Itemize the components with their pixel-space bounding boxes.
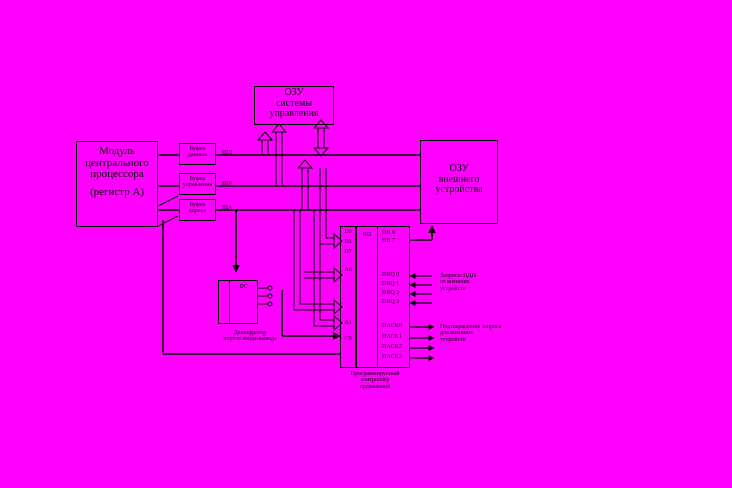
dma-controller-caption: Программируемый контроллер прерываний: [330, 371, 420, 390]
dack-note-line2: для внешних: [440, 330, 474, 337]
ctrl-pin-d7: D7: [344, 249, 352, 255]
ctrl-pin-db7: DB 7: [382, 238, 395, 244]
ctrl-pin-cs: CS: [344, 336, 352, 342]
port-decoder-inner: [229, 280, 258, 324]
ctrl-pin-dack3: DACK3: [382, 354, 403, 360]
bus-address-label: ША: [222, 205, 233, 211]
bus-data-label: ШД: [222, 150, 233, 156]
buffer-control: [179, 173, 216, 195]
dack-arrows: [410, 324, 435, 361]
dma-caption-line3: прерываний: [359, 383, 391, 390]
dc-output-circles: [267, 285, 273, 307]
ram-external-device: [420, 140, 498, 224]
ram-external-line1: ОЗУ: [449, 163, 469, 174]
ctrl-pin-drq3: DRQ 3: [382, 299, 400, 305]
ctrl-pin-dack0: DACK0: [382, 323, 403, 329]
dma-caption-line1: Программируемый: [350, 371, 400, 377]
ctrl-pin-dack1: DACK1: [382, 334, 403, 340]
drq-note-line2: от внешних: [440, 279, 470, 286]
buffer-address-label: Буфер адреса: [179, 202, 216, 215]
ram-system-line3: управления: [269, 108, 319, 119]
buffer-address-line2: адреса: [189, 208, 206, 215]
port-decoder-caption: Дешифратор портов ввода-вывода: [200, 330, 300, 343]
ctrl-pin-db0: DB 0: [382, 230, 395, 236]
ctrl-pin-d1: D1: [344, 239, 352, 245]
bus-lines: [158, 154, 436, 355]
cpu-buffer-links: [157, 195, 179, 227]
ram-system-line1: ОЗУ: [284, 87, 304, 98]
cpu-line2: центрального: [85, 156, 149, 169]
ram-external-label: ОЗУ внешнего устройства: [420, 163, 498, 196]
drq-note-line1: Запросы ПДП: [440, 273, 476, 279]
ram-external-line2: внешнего: [438, 173, 480, 185]
drq-note-line3: устройств: [440, 285, 466, 292]
buffer-address: [179, 199, 216, 221]
dack-note-line1: Подтверждение запроса: [440, 324, 502, 330]
drq-note: Запросы ПДП от внешних устройств: [440, 273, 476, 292]
ctrl-pin-drq1: DRQ 1: [382, 281, 400, 287]
port-decoder-dc: DC: [239, 284, 248, 290]
cpu-line4: (регистр А): [89, 185, 145, 198]
ctrl-pin-drq0: DRQ 0: [382, 272, 400, 278]
port-decoder-caption-line1: Дешифратор: [233, 330, 267, 336]
cpu-title: Модуль центрального процессора (регистр …: [76, 145, 158, 198]
ram-system-label: ОЗУ системы управления: [254, 87, 334, 120]
drq-arrows: [409, 273, 432, 306]
ram-system-line2: системы: [275, 97, 313, 109]
buffer-control-label: Буфер управления: [179, 176, 216, 189]
buffer-data-line2: данных: [187, 152, 208, 159]
ctrl-pin-a0: A0: [344, 267, 352, 273]
cpu-line3: процессора: [90, 168, 144, 181]
buffer-control-line2: управления: [182, 182, 213, 189]
dc-outputs: [258, 287, 268, 305]
ctrl-pin-rd: RD: [362, 232, 372, 238]
ram-system-control: [254, 86, 334, 125]
dack-note: Подтверждение запроса для внешних устрой…: [440, 324, 501, 343]
dma-caption-line2: контроллер: [360, 377, 390, 384]
buffer-data: [179, 143, 216, 165]
double-arrows: [256, 119, 343, 332]
bus-control-label: ШУ: [222, 181, 233, 187]
dma-controller-mid-column: [356, 226, 378, 368]
ctrl-pin-a1: A1: [344, 320, 352, 326]
ctrl-pin-d0: D0: [344, 229, 352, 235]
buffer-data-label: Буфер данных: [179, 146, 216, 159]
cpu-module: [76, 141, 158, 227]
port-decoder-caption-line2: портов ввода-вывода: [223, 336, 277, 343]
buffer-address-line1: Буфер: [189, 202, 206, 208]
buffer-control-line1: Буфер: [189, 176, 206, 182]
buffer-data-line1: Буфер: [189, 146, 206, 152]
dack-note-line3: устройств: [440, 336, 466, 343]
cpu-line1: Модуль: [99, 145, 135, 157]
dma-controller-left-column: [340, 226, 356, 368]
ctrl-pin-dack2: DACK2: [382, 344, 403, 350]
ram-external-line3: устройства: [435, 184, 483, 195]
ctrl-pin-drq2: DRQ 2: [382, 290, 400, 296]
